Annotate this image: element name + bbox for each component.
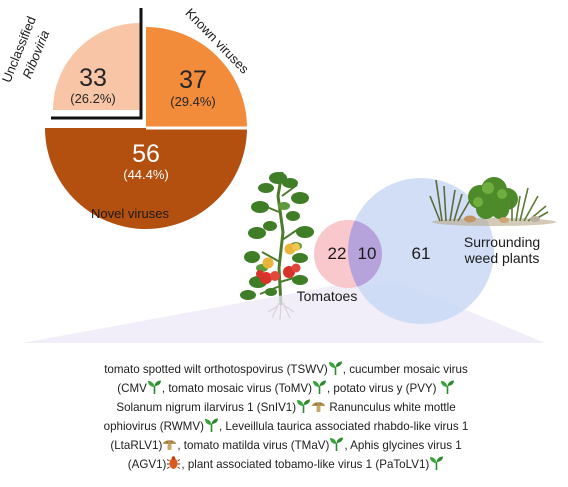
novel-viruses-label: Novel viruses <box>91 206 170 221</box>
virus-list-text: Solanum nigrum ilarvirus 1 (SnIV1) <box>116 401 297 414</box>
sprout-icon <box>147 380 162 394</box>
weeds-label-line2: weed plants <box>464 250 540 266</box>
virus-list-text: , tomato mosaic virus (ToMV) <box>161 382 312 395</box>
virus-list-text: , tomato matilda virus (TMaV) <box>177 439 330 452</box>
pie-slice-novel <box>45 128 247 229</box>
weed-only-count: 61 <box>412 244 431 263</box>
virus-list-text: , Leveillula taurica associated rhabdo-l… <box>218 420 469 433</box>
virus-list-text: Ranunculus white mottle <box>326 401 456 414</box>
venn-diagram: 22 10 61 Tomatoes Surrounding weed plant… <box>22 178 545 343</box>
unclassified-value: 33 <box>79 64 107 92</box>
unclassified-percent: (26.2%) <box>70 91 116 106</box>
pie-chart: 33 (26.2%) 37 (29.4%) 56 (44.4%) Known v… <box>0 5 252 229</box>
pie-slice-unclassified <box>53 23 140 110</box>
virus-list-text: , cucumber mosaic virus <box>342 363 468 376</box>
tomato-only-count: 22 <box>328 244 347 263</box>
virus-list-text: ophiovirus (RWMV) <box>103 420 204 433</box>
virus-list-text: , Aphis glycines virus 1 <box>344 439 462 452</box>
sprout-icon <box>440 380 455 394</box>
known-value: 37 <box>179 66 207 94</box>
sprout-icon <box>204 418 219 432</box>
novel-value: 56 <box>132 140 160 168</box>
known-percent: (29.4%) <box>170 94 216 109</box>
tomato-plant-illustration <box>240 171 314 321</box>
virus-list-text: (CMV <box>117 382 147 395</box>
weed-plants-illustration <box>429 177 556 226</box>
mushroom-icon <box>311 399 326 413</box>
virus-list: tomato spotted wilt orthotospovirus (TSW… <box>36 360 536 474</box>
novel-percent: (44.4%) <box>123 167 169 182</box>
aphid-icon <box>166 456 181 470</box>
virus-list-line: (AGV1) , plant associated tobamo-like vi… <box>36 455 536 474</box>
virus-list-line: Solanum nigrum ilarvirus 1 (SnIV1) Ranun… <box>36 398 536 417</box>
virus-list-text: , plant associated tobamo-like virus 1 (… <box>181 458 430 471</box>
weed-circle <box>348 178 494 324</box>
mushroom-icon <box>162 437 177 451</box>
weeds-label-line1: Surrounding <box>464 234 540 250</box>
virus-list-text: , potato virus y (PVY) <box>326 382 440 395</box>
sprout-icon <box>296 399 311 413</box>
virus-list-text: (AGV1) <box>127 458 167 471</box>
virus-list-line: (CMV , tomato mosaic virus (ToMV) , pota… <box>36 379 536 398</box>
sprout-icon <box>312 380 327 394</box>
sprout-icon <box>328 361 343 375</box>
unclassified-bracket <box>51 8 143 120</box>
tomatoes-label: Tomatoes <box>297 288 358 304</box>
sprout-icon <box>429 456 444 470</box>
pie-slice-known <box>146 27 247 128</box>
virus-list-text: (LtaRLV1) <box>110 439 163 452</box>
virus-list-line: tomato spotted wilt orthotospovirus (TSW… <box>36 360 536 379</box>
shared-count: 10 <box>358 244 377 263</box>
virus-list-text: tomato spotted wilt orthotospovirus (TSW… <box>104 363 328 376</box>
virus-list-line: (LtaRLV1) , tomato matilda virus (TMaV) … <box>36 436 536 455</box>
virus-list-line: ophiovirus (RWMV) , Leveillula taurica a… <box>36 417 536 436</box>
sprout-icon <box>329 437 344 451</box>
